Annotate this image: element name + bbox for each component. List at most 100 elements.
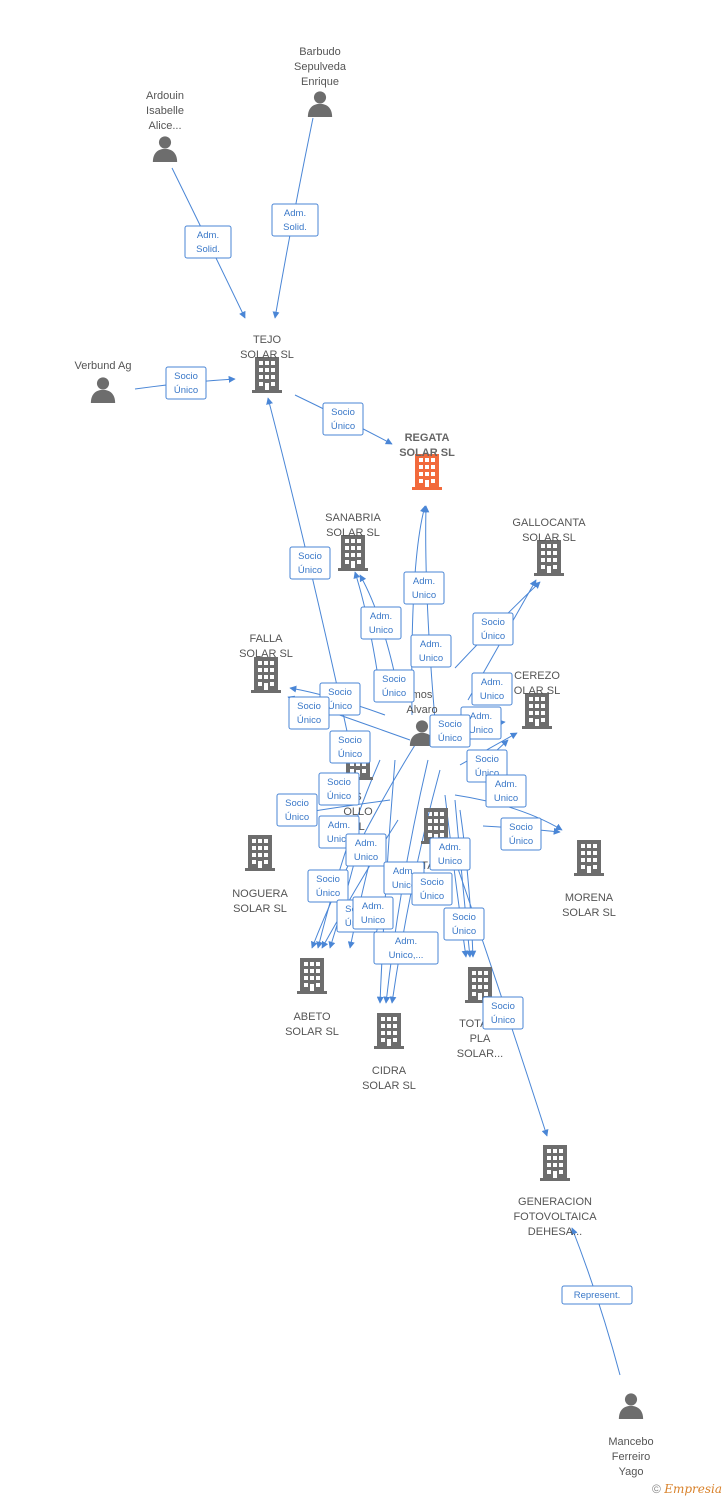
edge-label-text: Socio xyxy=(298,551,322,562)
edge-label-text: Único xyxy=(174,385,198,396)
edge-label-text: Solid. xyxy=(283,222,307,233)
building-icon xyxy=(412,454,442,490)
edge-label-text: Adm. xyxy=(370,611,392,622)
node-label: Ardouin xyxy=(146,90,184,102)
edge-label[interactable]: Adm.Solid. xyxy=(184,225,232,259)
edge-label-text: Único xyxy=(509,836,533,847)
node-label: SOLAR SL xyxy=(240,349,294,361)
building-icon xyxy=(534,540,564,576)
node-label: SANABRIA xyxy=(325,512,381,524)
edge-label-text: Socio xyxy=(338,735,362,746)
edge-label[interactable]: Adm.Unico,... xyxy=(373,931,439,965)
node-label: SOLAR SL xyxy=(562,907,616,919)
building-icon xyxy=(245,835,275,871)
edge-label-text: Socio xyxy=(285,798,309,809)
building-icon xyxy=(540,1145,570,1181)
edge-label-text: Unico xyxy=(412,590,436,601)
node-label: SOLAR SL xyxy=(399,447,455,459)
node-label: SOLAR SL xyxy=(362,1080,416,1092)
node-label: CEREZO xyxy=(514,670,560,682)
edge-label[interactable]: Represent. xyxy=(561,1285,633,1305)
edge-label-text: Adm. xyxy=(470,711,492,722)
edge-label-text: Socio xyxy=(297,701,321,712)
person-icon xyxy=(152,136,178,162)
node-abeto[interactable]: ABETO SOLAR SL xyxy=(285,958,339,1038)
edge-label-text: Socio xyxy=(174,371,198,382)
edge-label[interactable]: Adm.Unico xyxy=(403,571,445,605)
node-label: OLAR SL xyxy=(514,685,560,697)
node-label: Sepulveda xyxy=(294,61,347,73)
edge-label-text: Único xyxy=(331,421,355,432)
node-label: SOLAR SL xyxy=(326,527,380,539)
edge-label-text: Único xyxy=(481,631,505,642)
edge-label[interactable]: Adm.Unico xyxy=(345,833,387,867)
node-label: SOLAR SL xyxy=(285,1026,339,1038)
edge-label-text: Unico xyxy=(419,653,443,664)
node-label: GENERACION xyxy=(518,1196,592,1208)
edge-label[interactable]: Adm.Solid. xyxy=(271,203,319,237)
node-label: SOLAR SL xyxy=(239,648,293,660)
node-label: DEHESA... xyxy=(528,1226,582,1238)
edge-label-text: Único xyxy=(327,791,351,802)
edge-label[interactable]: Adm.Unico xyxy=(471,672,513,706)
node-label: SOLAR... xyxy=(457,1048,503,1060)
node-generacion[interactable]: GENERACIONFOTOVOLTAICADEHESA... xyxy=(513,1145,597,1238)
edge-label[interactable]: Adm.Unico xyxy=(360,606,402,640)
edge-label[interactable]: Adm.Unico xyxy=(485,774,527,808)
edge-label-text: Adm. xyxy=(362,901,384,912)
edge-label[interactable]: Adm. Unico xyxy=(410,634,452,668)
edge-label-text: Unico xyxy=(494,793,518,804)
node-verbund[interactable]: Verbund Ag xyxy=(75,360,132,403)
edge-label-text: Unico,... xyxy=(389,950,424,961)
node-sanabria[interactable]: SANABRIA SOLAR SL xyxy=(325,512,381,571)
edge-label-text: Único xyxy=(328,701,352,712)
node-ardouin[interactable]: ArdouinIsabelleAlice... xyxy=(146,90,184,162)
edge-label-text: Único xyxy=(491,1015,515,1026)
node-label: mos xyxy=(412,689,433,701)
node-cerezo[interactable]: CEREZO OLAR SL xyxy=(514,670,561,729)
edge-label-text: Socio xyxy=(438,719,462,730)
node-label: Verbund Ag xyxy=(75,360,132,372)
edge-label-text: Adm. xyxy=(481,677,503,688)
edge-label-text: Único xyxy=(297,715,321,726)
edge-label-text: Unico xyxy=(438,856,462,867)
node-label: SOLAR SL xyxy=(522,532,576,544)
node-label: ABETO xyxy=(293,1011,331,1023)
edge-17 xyxy=(454,794,563,831)
edge-label[interactable]: Adm.Unico xyxy=(352,896,394,930)
edge-label-text: Socio xyxy=(331,407,355,418)
edge-label-text: Solid. xyxy=(196,244,220,255)
edge-label[interactable]: Adm.Unico xyxy=(429,837,471,871)
building-icon xyxy=(522,693,552,729)
edge-label-text: Adm. xyxy=(420,639,442,650)
node-label: Enrique xyxy=(301,76,339,88)
edge-label-text: Socio xyxy=(420,877,444,888)
